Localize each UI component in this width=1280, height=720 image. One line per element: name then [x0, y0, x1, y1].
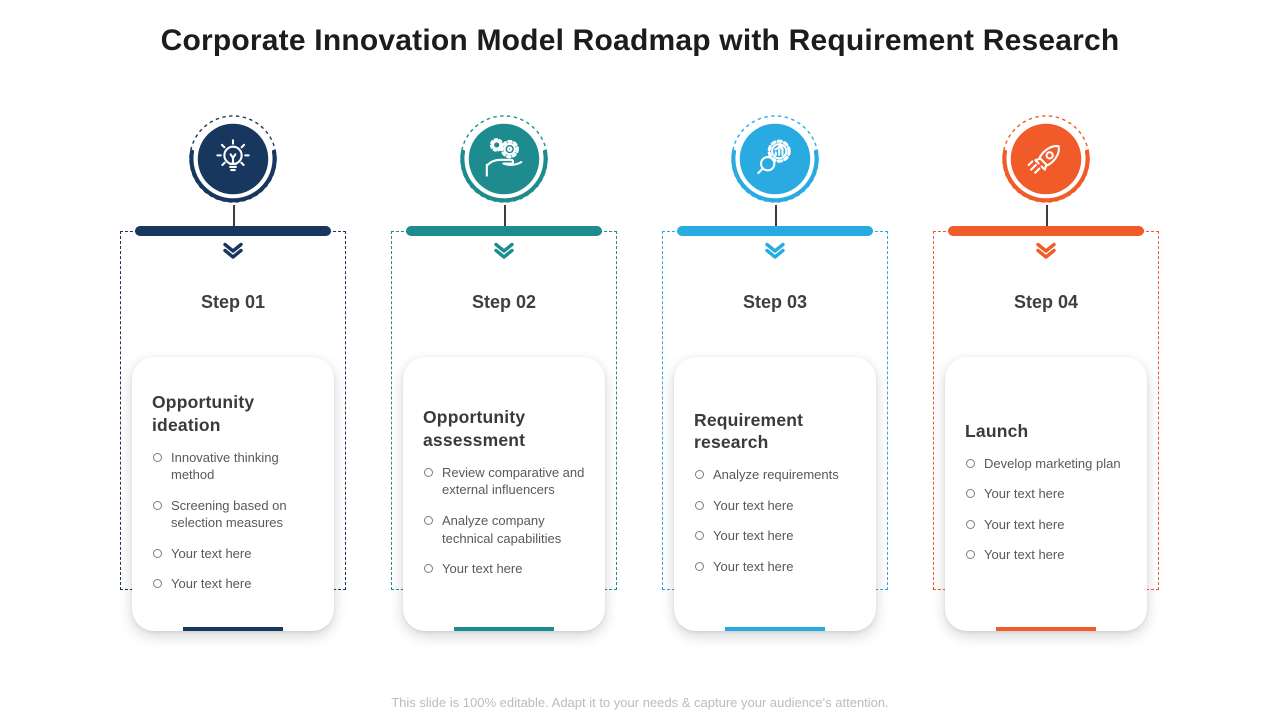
bullet-text: Your text here	[713, 497, 794, 513]
bullet-list: Review comparative and external influenc…	[423, 464, 587, 578]
bullet-item: Your text here	[965, 546, 1129, 564]
bullet-circle-icon	[153, 452, 162, 462]
gear-magnifier-icon	[757, 139, 791, 174]
chevrons-down-icon	[1036, 242, 1056, 259]
page-title: Corporate Innovation Model Roadmap with …	[160, 24, 1120, 57]
step-badge	[728, 112, 822, 206]
card-underline	[996, 627, 1096, 631]
bullet-text: Develop marketing plan	[984, 455, 1121, 471]
bullet-item: Analyze company technical capabilities	[423, 512, 587, 547]
bullet-item: Review comparative and external influenc…	[423, 464, 587, 499]
hand-gears-icon	[485, 138, 523, 177]
bullet-text: Review comparative and external influenc…	[442, 464, 585, 498]
bullet-item: Screening based on selection measures	[152, 497, 316, 532]
footer-note: This slide is 100% editable. Adapt it to…	[391, 695, 889, 710]
bullet-item: Innovative thinking method	[152, 449, 316, 484]
card-heading: Requirement research	[694, 409, 804, 453]
chevrons-down-icon	[765, 242, 785, 259]
step-column-1: Step 01 Opportunity ideation Innovative …	[98, 0, 369, 720]
step-column-3: Step 03 Requirement research Analyze req…	[640, 0, 911, 720]
rocket-icon	[1027, 145, 1060, 174]
bullet-circle-icon	[966, 458, 975, 468]
bullet-text: Your text here	[713, 558, 794, 574]
bullet-circle-icon	[153, 579, 162, 589]
connector-line	[1046, 205, 1048, 227]
card-heading: Opportunity assessment	[423, 407, 526, 451]
step-label: Step 02	[471, 292, 537, 312]
chevrons-down-icon	[494, 242, 514, 259]
bullet-text: Screening based on selection measures	[171, 497, 287, 531]
connector-line	[775, 205, 777, 227]
header-bar	[406, 226, 602, 236]
bullet-item: Your text here	[694, 558, 858, 576]
header-bar	[135, 226, 331, 236]
step-badge	[186, 112, 280, 206]
bullet-item: Your text here	[694, 527, 858, 545]
bullet-item: Your text here	[423, 560, 587, 578]
bullet-circle-icon	[695, 531, 704, 541]
bullet-circle-icon	[695, 500, 704, 510]
card-heading: Launch	[965, 421, 1029, 442]
bullet-circle-icon	[153, 500, 162, 510]
card-heading: Opportunity ideation	[152, 392, 255, 435]
bullet-circle-icon	[695, 470, 704, 480]
bullet-circle-icon	[424, 467, 433, 477]
step-column-2: Step 02 Opportunity assessment Review co…	[369, 0, 640, 720]
bullet-text: Your text here	[984, 486, 1065, 502]
bullet-circle-icon	[424, 515, 433, 525]
bullet-circle-icon	[695, 561, 704, 571]
bullet-item: Your text here	[694, 497, 858, 515]
connector-line	[233, 205, 235, 227]
bullet-text: Your text here	[442, 561, 523, 577]
lightbulb-icon	[216, 139, 250, 172]
bullet-text: Your text here	[984, 516, 1065, 532]
card-underline	[183, 627, 283, 631]
bullet-text: Analyze company technical capabilities	[442, 512, 562, 546]
bullet-item: Your text here	[965, 485, 1129, 503]
card-underline	[725, 627, 825, 631]
step-label: Step 03	[742, 292, 808, 312]
step-card: Requirement research Analyze requirement…	[674, 357, 876, 631]
step-label: Step 01	[200, 292, 266, 312]
header-bar	[948, 226, 1144, 236]
bullet-text: Your text here	[713, 528, 794, 544]
bullet-circle-icon	[153, 548, 162, 558]
bullet-item: Your text here	[152, 575, 316, 593]
step-card: Opportunity assessment Review comparativ…	[403, 357, 605, 631]
bullet-item: Your text here	[152, 545, 316, 563]
bullet-text: Your text here	[171, 545, 252, 561]
bullet-item: Your text here	[965, 516, 1129, 534]
step-card: Opportunity ideation Innovative thinking…	[132, 357, 334, 631]
bullet-text: Your text here	[984, 547, 1065, 563]
step-badge	[457, 112, 551, 206]
bullet-item: Analyze requirements	[694, 466, 858, 484]
step-badge	[999, 112, 1093, 206]
connector-line	[504, 205, 506, 227]
bullet-text: Innovative thinking method	[171, 449, 279, 483]
card-underline	[454, 627, 554, 631]
bullet-item: Develop marketing plan	[965, 455, 1129, 473]
step-label: Step 04	[1013, 292, 1079, 312]
badge-ring	[1002, 115, 1090, 203]
bullet-text: Your text here	[171, 576, 252, 592]
bullet-circle-icon	[966, 489, 975, 499]
header-bar	[677, 226, 873, 236]
chevrons-down-icon	[223, 242, 243, 259]
bullet-circle-icon	[424, 564, 433, 574]
bullet-circle-icon	[966, 550, 975, 560]
bullet-text: Analyze requirements	[713, 467, 839, 483]
bullet-circle-icon	[966, 519, 975, 529]
